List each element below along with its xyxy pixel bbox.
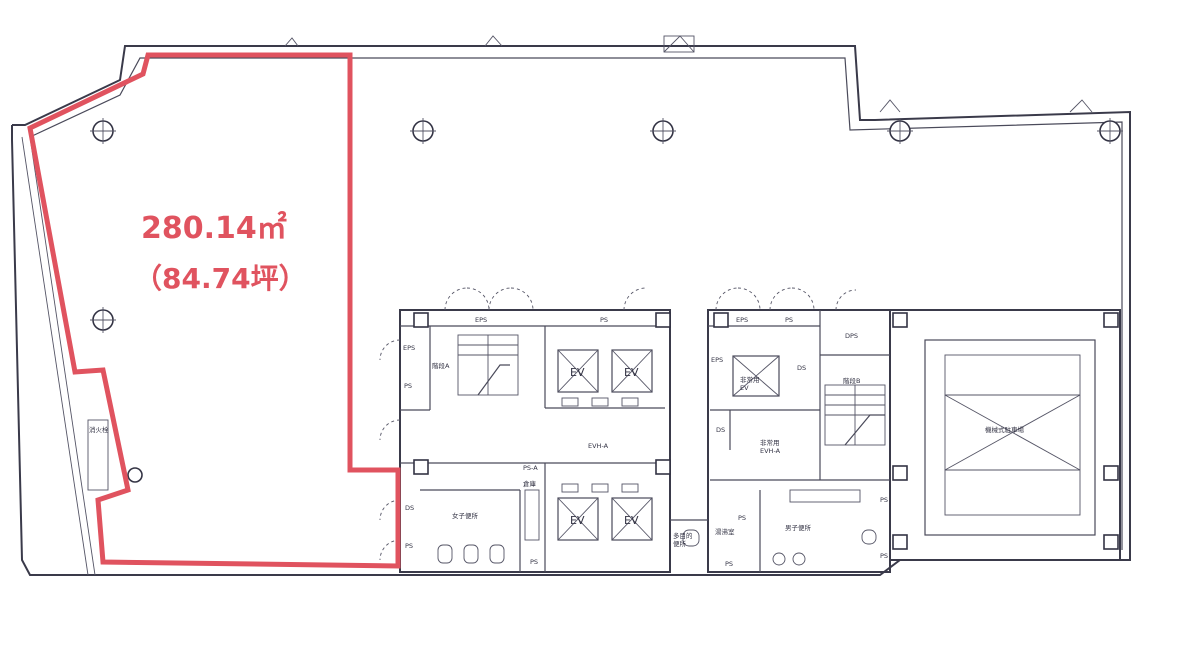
label-ev-2: EV bbox=[624, 366, 639, 379]
top-window-marks bbox=[284, 35, 1093, 113]
stair-a bbox=[457, 334, 519, 396]
label-ps-bottom-left: PS bbox=[530, 558, 538, 566]
label-multi-wc: 多目的便所 bbox=[673, 531, 693, 548]
label-fire-panel: 消火栓 bbox=[89, 425, 109, 434]
label-ps-pantry: PS bbox=[738, 514, 746, 522]
label-mens-wc: 男子便所 bbox=[785, 523, 812, 532]
label-parking: 機械式駐車場 bbox=[985, 425, 1025, 434]
column-7 bbox=[127, 467, 143, 483]
label-stair-b: 階段B bbox=[843, 376, 860, 385]
label-ps-top: PS bbox=[600, 316, 608, 324]
label-ev-3: EV bbox=[570, 514, 585, 527]
label-ev-hall-a: EVH-A bbox=[588, 442, 609, 450]
label-eps-mid: EPS bbox=[736, 316, 748, 324]
mechanical-parking bbox=[924, 339, 1096, 536]
stair-b bbox=[824, 384, 886, 446]
label-ds-bottom: DS bbox=[405, 504, 414, 512]
label-ps-right-2: PS bbox=[880, 552, 888, 560]
label-stair-a: 階段A bbox=[432, 361, 450, 370]
core-door-arcs bbox=[379, 287, 857, 561]
label-womens-wc: 女子便所 bbox=[452, 511, 479, 520]
label-ps-left: PS bbox=[404, 382, 412, 390]
room-labels: EPS PS EPS PS 階段A EV EV EV EV EVH-A EPS … bbox=[89, 316, 1025, 568]
label-dps: DPS bbox=[845, 332, 858, 340]
core-walls bbox=[399, 309, 1121, 573]
label-ev-4: EV bbox=[624, 514, 639, 527]
area-square-meters: 280.14㎡ bbox=[141, 211, 287, 246]
label-ps-bottom-left-2: PS bbox=[405, 542, 413, 550]
label-eps-right: EPS bbox=[711, 356, 723, 364]
label-ps-a: PS-A bbox=[523, 464, 538, 472]
core-columns bbox=[413, 312, 1119, 550]
label-pantry: 湯沸室 bbox=[715, 527, 735, 536]
columns bbox=[90, 118, 1123, 483]
outer-walls bbox=[11, 45, 1131, 576]
label-eps-top: EPS bbox=[475, 316, 487, 324]
tenant-area-outline bbox=[27, 52, 401, 569]
label-ds: DS bbox=[797, 364, 806, 372]
label-ps-right: PS bbox=[880, 496, 888, 504]
label-storage: 倉庫 bbox=[523, 479, 537, 488]
label-ps-mid: PS bbox=[785, 316, 793, 324]
label-eps-left: EPS bbox=[403, 344, 415, 352]
area-tsubo: （84.74坪） bbox=[134, 262, 307, 295]
label-ds-2: DS bbox=[716, 426, 725, 434]
label-ps-bottom: PS bbox=[725, 560, 733, 568]
fixtures bbox=[87, 419, 877, 566]
label-ev-1: EV bbox=[570, 366, 585, 379]
elevators bbox=[557, 349, 780, 541]
